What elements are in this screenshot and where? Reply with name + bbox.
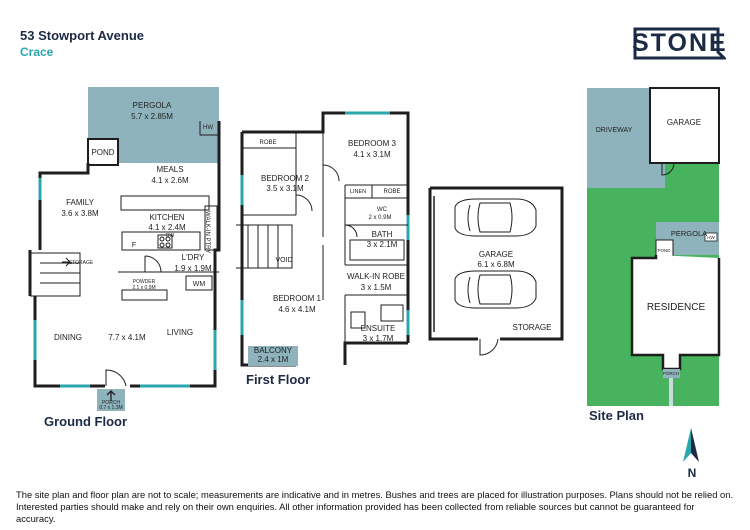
bath-dim: 3 x 2.1M	[367, 240, 398, 249]
logo-frame-icon	[633, 27, 728, 60]
first-internal-walls	[236, 132, 408, 343]
balcony-dim: 2.4 x 1M	[258, 355, 289, 364]
laundry-dim: 1.9 x 1.9M	[174, 264, 212, 273]
site-porch-area	[663, 369, 680, 378]
meals-dim: 4.1 x 2.6M	[151, 176, 189, 185]
property-address: 53 Stowport Avenue	[20, 28, 145, 43]
dining-living-dim: 7.7 x 4.1M	[108, 333, 146, 342]
balcony-label: BALCONY	[254, 346, 293, 355]
site-garage-outline	[649, 87, 720, 164]
bedroom3-label: BEDROOM 3	[348, 139, 397, 148]
pergola-dim: 5.7 x 2.85M	[131, 112, 173, 121]
powder-label: POWDER	[133, 279, 156, 285]
ground-windows	[33, 178, 217, 388]
entry-arrow-icon	[106, 390, 116, 401]
void-label: VOID	[275, 257, 292, 264]
living-label: LIVING	[167, 328, 193, 337]
north-label: N	[688, 466, 697, 480]
walkin-robe-dim: 3 x 1.5M	[361, 283, 392, 292]
family-label: FAMILY	[66, 198, 95, 207]
garage-storage-label: STORAGE	[513, 323, 552, 332]
car-icon	[454, 270, 537, 309]
front-path	[669, 378, 673, 406]
first-floor-plan: ROBE BEDROOM 3 4.1 x 3.1M BEDROOM 2 3.5 …	[236, 111, 410, 367]
ground-floor-title: Ground Floor	[44, 414, 128, 429]
site-hw-label: HW	[707, 235, 715, 240]
property-suburb: Crace	[20, 45, 54, 59]
first-floor-title: First Floor	[246, 372, 311, 387]
stair-arrow-icon	[62, 257, 71, 267]
pergola-label: PERGOLA	[133, 101, 172, 110]
site-pond-label: POND	[657, 248, 671, 253]
pond-outline	[87, 138, 119, 166]
ground-floor-plan: PERGOLA 5.7 x 2.85M HW POND MEALS 4.1 x …	[28, 87, 221, 411]
car-icon	[454, 198, 537, 237]
wc-label: WC	[377, 207, 388, 213]
logo-text: STONE	[632, 29, 728, 57]
site-garage-label: GARAGE	[667, 118, 701, 127]
bedroom1-dim: 4.6 x 4.1M	[278, 305, 316, 314]
powder-dim: 2.1 x 0.9M	[132, 285, 155, 291]
bedroom1-label: BEDROOM 1	[273, 294, 322, 303]
garage-label: GARAGE	[479, 250, 513, 259]
family-dim: 3.6 x 3.8M	[61, 209, 99, 218]
ground-fixtures	[30, 121, 219, 387]
wc-dim: 2 x 0.9M	[368, 215, 391, 221]
site-residence-label: RESIDENCE	[647, 302, 706, 313]
bedroom3-dim: 4.1 x 3.1M	[353, 150, 391, 159]
bedroom2-dim: 3.5 x 3.1M	[266, 184, 304, 193]
garage-dim: 6.1 x 6.8M	[477, 260, 515, 269]
bedroom2-label: BEDROOM 2	[261, 174, 310, 183]
disclaimer-text: The site plan and floor plan are not to …	[16, 489, 734, 524]
north-arrow-icon: N	[683, 428, 699, 480]
agency-logo: STONE	[632, 26, 728, 60]
residence-outline	[630, 255, 721, 371]
balcony-area	[248, 346, 298, 366]
laundry-label: L'DRY	[182, 253, 205, 262]
porch-dim: 0.7 x 1.3M	[99, 405, 122, 411]
storage-label: STORAGE	[69, 260, 94, 266]
robe-bed3-label: ROBE	[383, 189, 400, 195]
linen-label: LINEN	[350, 189, 366, 195]
meals-label: MEALS	[156, 165, 183, 174]
pond-label: POND	[91, 148, 114, 157]
site-plan: DRIVEWAY GARAGE PERGOLA POND HW RESIDENC…	[587, 87, 721, 406]
fridge-label: F	[132, 242, 136, 249]
walkin-pantry-label: WALK-IN PTRY	[204, 211, 210, 253]
dishwasher-label: DW	[166, 233, 175, 239]
kitchen-label: KITCHEN	[149, 213, 184, 222]
bath-label: BATH	[372, 230, 393, 239]
porch-label: PORCH	[102, 400, 120, 406]
dining-label: DINING	[54, 333, 82, 342]
ensuite-label: ENSUITE	[361, 324, 396, 333]
robe-bed2-label: ROBE	[259, 140, 276, 146]
site-porch-label: PORCH	[663, 371, 679, 376]
site-driveway-label: DRIVEWAY	[596, 127, 633, 134]
ensuite-dim: 3 x 1.7M	[363, 334, 394, 343]
garage-plan: GARAGE 6.1 x 6.8M STORAGE	[428, 186, 564, 356]
site-pergola-label: PERGOLA	[671, 229, 707, 238]
site-plan-title: Site Plan	[589, 408, 644, 423]
washing-machine-label: WM	[193, 281, 206, 288]
first-windows	[240, 111, 410, 335]
walkin-robe-label: WALK-IN ROBE	[347, 272, 405, 281]
kitchen-dim: 4.1 x 2.4M	[148, 223, 186, 232]
hw-label: HW	[203, 125, 213, 131]
